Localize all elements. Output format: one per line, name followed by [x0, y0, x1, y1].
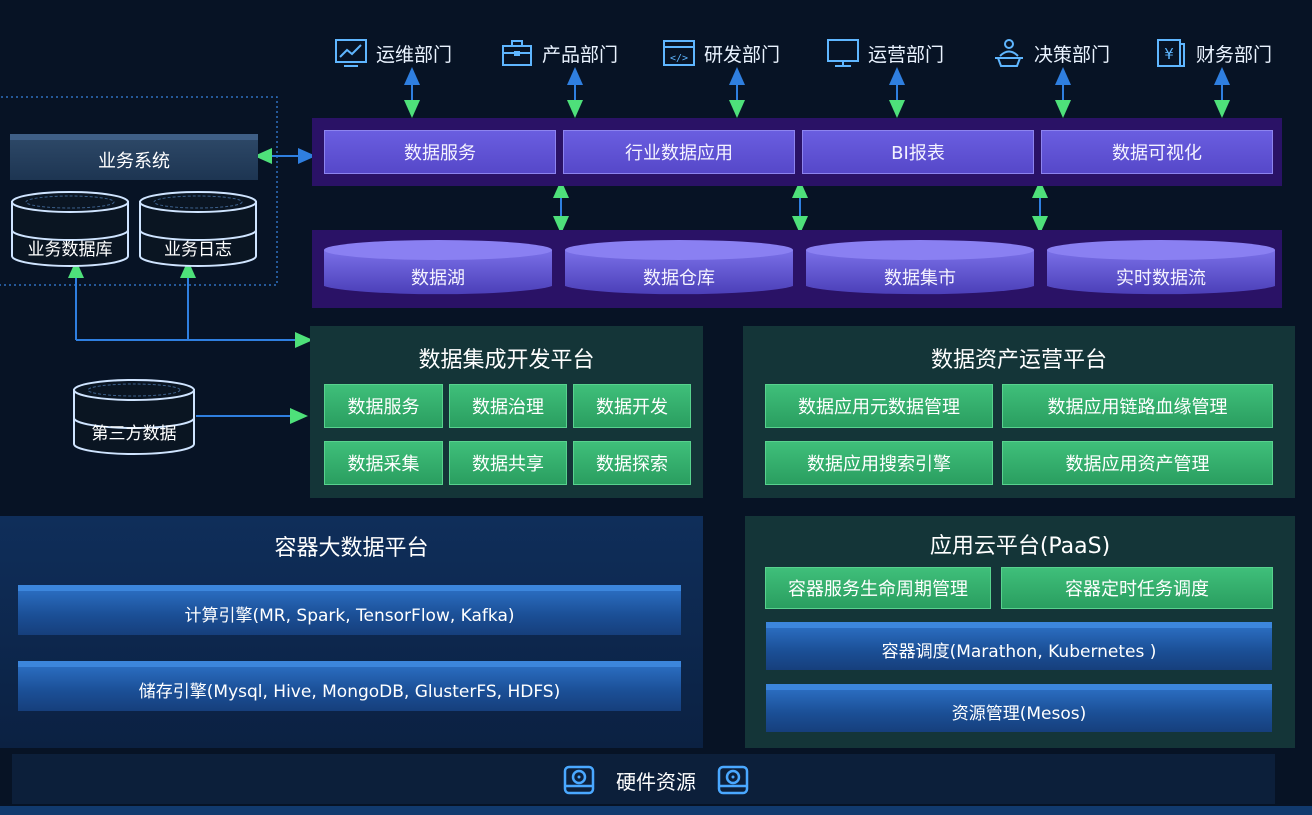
business-log-label[interactable]: 业务日志	[164, 239, 232, 260]
asset-metadata[interactable]: 数据应用元数据管理	[765, 384, 993, 428]
asset-search-engine[interactable]: 数据应用搜索引擎	[765, 441, 993, 485]
resource-management-bar[interactable]: 资源管理(Mesos)	[766, 684, 1272, 732]
dept-ops[interactable]: 运维部门	[334, 36, 452, 70]
dept-rnd[interactable]: </> 研发部门	[662, 36, 780, 70]
service-industry-app[interactable]: 行业数据应用	[563, 130, 795, 174]
hardware-label-group: 硬件资源	[538, 761, 774, 799]
compute-engine-bar[interactable]: 计算引擎(MR, Spark, TensorFlow, Kafka)	[18, 585, 681, 635]
cylinder-data-lake	[324, 240, 552, 295]
dept-label: 运维部门	[376, 43, 453, 66]
business-db-label[interactable]: 业务数据库	[27, 239, 113, 260]
dept-arrows	[404, 67, 1230, 118]
dept-finance[interactable]: ¥ 财务部门	[1154, 36, 1272, 70]
storage-cylinders	[324, 240, 1275, 295]
hardware-base	[0, 806, 1312, 815]
cylinder-realtime-stream	[1047, 240, 1275, 295]
briefcase-icon	[502, 40, 532, 66]
integration-data-collection[interactable]: 数据采集	[324, 441, 443, 485]
hard-drive-icon	[717, 765, 749, 795]
service-visualization[interactable]: 数据可视化	[1041, 130, 1273, 174]
store-realtime-stream[interactable]: 实时数据流	[1116, 268, 1206, 289]
storage-engine-bar[interactable]: 储存引擎(Mysql, Hive, MongoDB, GlusterFS, HD…	[18, 661, 681, 711]
store-data-mart[interactable]: 数据集市	[884, 268, 956, 289]
integration-title: 数据集成开发平台	[418, 348, 595, 373]
dept-label: 产品部门	[542, 43, 619, 66]
third-party-cylinder	[73, 379, 195, 455]
integration-data-service[interactable]: 数据服务	[324, 384, 443, 428]
dept-decision[interactable]: 决策部门	[992, 36, 1110, 70]
business-db-cylinder	[11, 191, 129, 267]
dept-label: 研发部门	[704, 43, 781, 66]
business-log-cylinder	[139, 191, 257, 267]
third-party-label[interactable]: 第三方数据	[91, 423, 177, 444]
business-group-outline	[0, 96, 278, 286]
yen-document-icon: ¥	[1157, 39, 1185, 67]
monitor-chart-icon	[335, 39, 367, 67]
cylinder-data-warehouse	[565, 240, 793, 295]
cylinder-data-mart	[806, 240, 1034, 295]
hardware-label: 硬件资源	[616, 769, 696, 794]
hardware-bar	[12, 754, 1275, 804]
store-data-lake[interactable]: 数据湖	[411, 268, 465, 289]
dept-label: 财务部门	[1196, 43, 1273, 66]
integration-data-development[interactable]: 数据开发	[573, 384, 691, 428]
dept-label: 运营部门	[868, 43, 945, 66]
db-log-connector	[68, 260, 313, 348]
band-arrows	[553, 180, 1048, 234]
service-bi-report[interactable]: BI报表	[802, 130, 1034, 174]
service-data-service[interactable]: 数据服务	[324, 130, 556, 174]
integration-data-sharing[interactable]: 数据共享	[449, 441, 567, 485]
paas-cron-scheduling[interactable]: 容器定时任务调度	[1001, 567, 1273, 609]
integration-data-exploration[interactable]: 数据探索	[573, 441, 691, 485]
paas-lifecycle[interactable]: 容器服务生命周期管理	[765, 567, 991, 609]
code-window-icon: </>	[663, 40, 695, 66]
business-system[interactable]: 业务系统	[10, 134, 258, 180]
svg-text:</>: </>	[670, 53, 688, 64]
asset-management[interactable]: 数据应用资产管理	[1002, 441, 1273, 485]
dept-label: 决策部门	[1034, 43, 1111, 66]
business-cylinders	[11, 191, 257, 267]
dept-product[interactable]: 产品部门	[500, 36, 618, 70]
paas-title: 应用云平台(PaaS)	[929, 534, 1111, 559]
hard-drive-icon	[563, 765, 595, 795]
container-title: 容器大数据平台	[274, 536, 429, 561]
asset-lineage[interactable]: 数据应用链路血缘管理	[1002, 384, 1273, 428]
integration-data-governance[interactable]: 数据治理	[449, 384, 567, 428]
person-desk-icon	[995, 39, 1023, 67]
svg-text:¥: ¥	[1164, 45, 1174, 63]
asset-title: 数据资产运营平台	[930, 348, 1107, 373]
container-scheduling-bar[interactable]: 容器调度(Marathon, Kubernetes )	[766, 622, 1272, 670]
dept-operations[interactable]: 运营部门	[826, 36, 944, 70]
desktop-icon	[827, 39, 859, 67]
store-data-warehouse[interactable]: 数据仓库	[643, 268, 715, 289]
